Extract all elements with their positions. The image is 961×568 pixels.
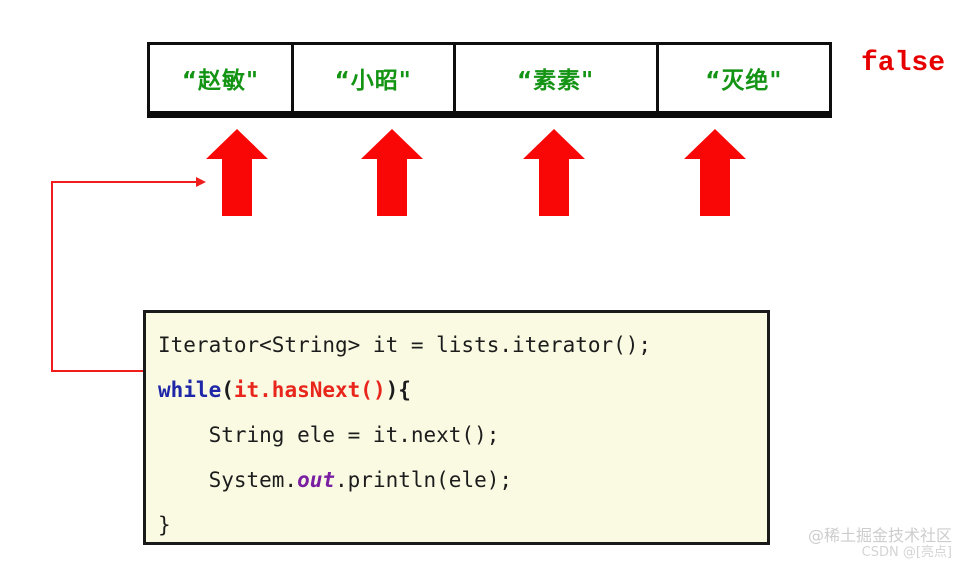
code-line: Iterator<String> it = lists.iterator(); [158,323,767,368]
up-arrow-icon [684,129,746,216]
code-line: String ele = it.next(); [158,413,767,458]
code-token: } [158,513,171,537]
up-arrow-icon [361,129,423,216]
loop-connector-vertical-line [51,181,53,372]
code-token: ){ [385,378,411,402]
array-cell: “赵敏" [150,45,294,111]
code-token: out [297,468,336,492]
array-cell: “素素" [456,45,659,111]
watermark: @稀土掘金技术社区 CSDN @[亮点] [700,527,952,561]
string-array-table: “赵敏" “小昭" “素素" “灭绝" [147,42,832,118]
watermark-line-2: CSDN @[亮点] [861,545,952,560]
code-token: it.hasNext() [233,378,386,402]
up-arrow-icon [523,129,585,216]
code-line: System.out.println(ele); [158,458,767,503]
code-token: String ele = it.next(); [158,423,500,447]
watermark-line-1: @稀土掘金技术社区 [807,526,952,545]
code-line: } [158,503,767,548]
code-line: while(it.hasNext()){ [158,368,767,413]
hasnext-false-label: false [861,48,946,79]
array-cell: “灭绝" [705,68,783,94]
array-cell: “小昭" [294,45,456,111]
up-arrow-icon [206,129,268,216]
code-block: Iterator<String> it = lists.iterator(); w… [143,310,770,545]
code-token: ( [221,378,234,402]
loop-connector-bottom-line [51,370,143,372]
loop-connector-arrowhead-icon [196,176,206,187]
loop-connector-top-line [51,181,198,183]
code-token: System. [158,468,298,492]
code-token: .println(ele); [335,468,513,492]
code-token: Iterator<String> it = lists.iterator(); [158,333,652,357]
code-token: while [158,378,222,402]
